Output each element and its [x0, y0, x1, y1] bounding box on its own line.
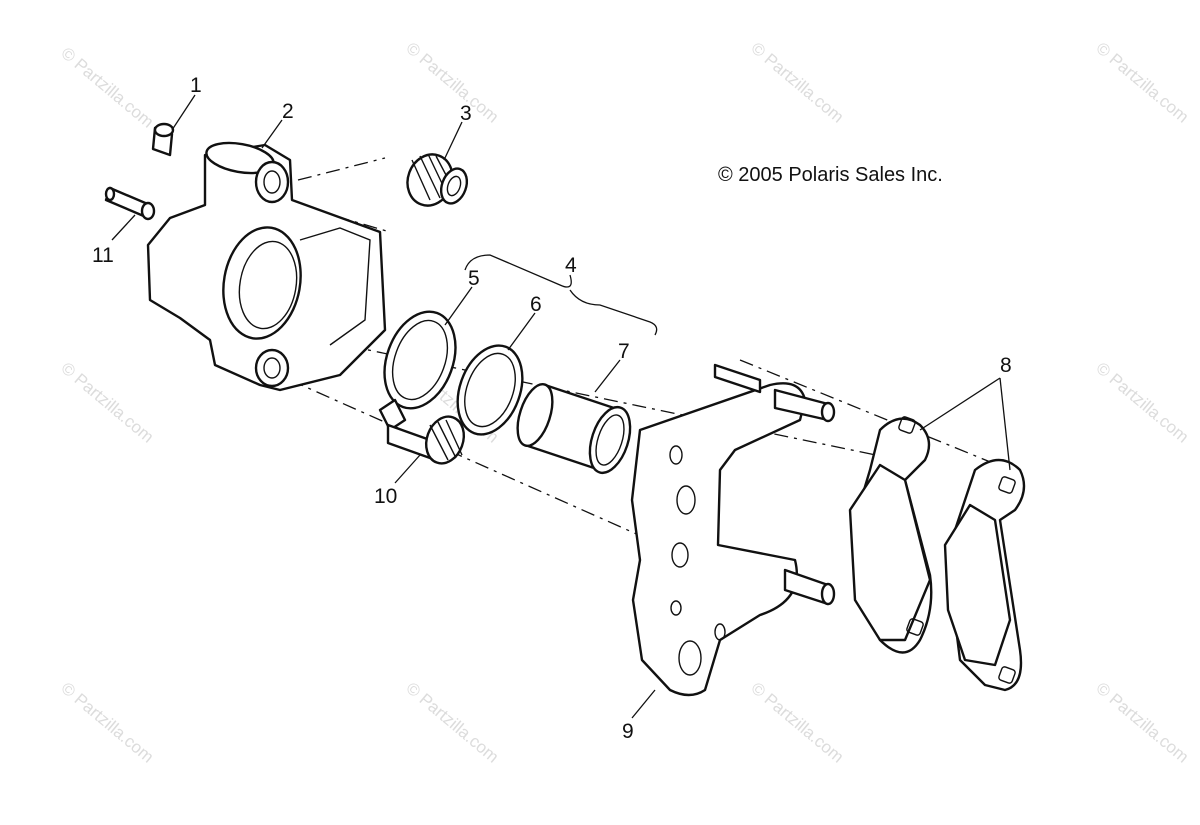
callout-4-bracket — [464, 254, 658, 336]
callout-1: 1 — [190, 74, 202, 97]
part-10-slide-bolt — [378, 398, 466, 465]
watermark: © Partzilla.com — [402, 679, 502, 767]
leader-lines — [111, 94, 1011, 719]
callout-9: 9 — [622, 720, 634, 743]
part-1-bleeder-cap — [151, 122, 175, 157]
part-9-mounting-bracket — [630, 363, 836, 697]
watermark: © Partzilla.com — [57, 44, 157, 132]
part-3-boot — [406, 153, 469, 207]
callout-10: 10 — [374, 485, 397, 508]
callout-6: 6 — [530, 293, 542, 316]
callout-4: 4 — [565, 254, 577, 277]
callout-7: 7 — [618, 340, 630, 363]
watermark: © Partzilla.com — [402, 39, 502, 127]
copyright-notice: © 2005 Polaris Sales Inc. — [718, 164, 943, 186]
callout-labels: 1 2 3 4 5 6 7 8 9 10 11 — [92, 74, 1012, 743]
watermark: © Partzilla.com — [747, 679, 847, 767]
part-11-bleeder-screw — [104, 186, 156, 221]
part-8-brake-pads — [848, 416, 1026, 692]
part-6-dust-seal — [456, 344, 524, 436]
part-5-piston-seal — [383, 310, 457, 410]
callout-11: 11 — [92, 244, 114, 267]
watermark: © Partzilla.com — [1092, 359, 1192, 447]
watermark: © Partzilla.com — [1092, 39, 1192, 127]
callout-5: 5 — [468, 267, 480, 290]
part-2-caliper-body — [146, 141, 387, 392]
watermark: © Partzilla.com — [57, 679, 157, 767]
callout-2: 2 — [282, 100, 294, 123]
watermark: © Partzilla.com — [747, 39, 847, 127]
callout-3: 3 — [460, 102, 472, 125]
watermark: © Partzilla.com — [57, 359, 157, 447]
watermark: © Partzilla.com — [1092, 679, 1192, 767]
part-7-piston — [516, 383, 632, 475]
callout-8: 8 — [1000, 354, 1012, 377]
